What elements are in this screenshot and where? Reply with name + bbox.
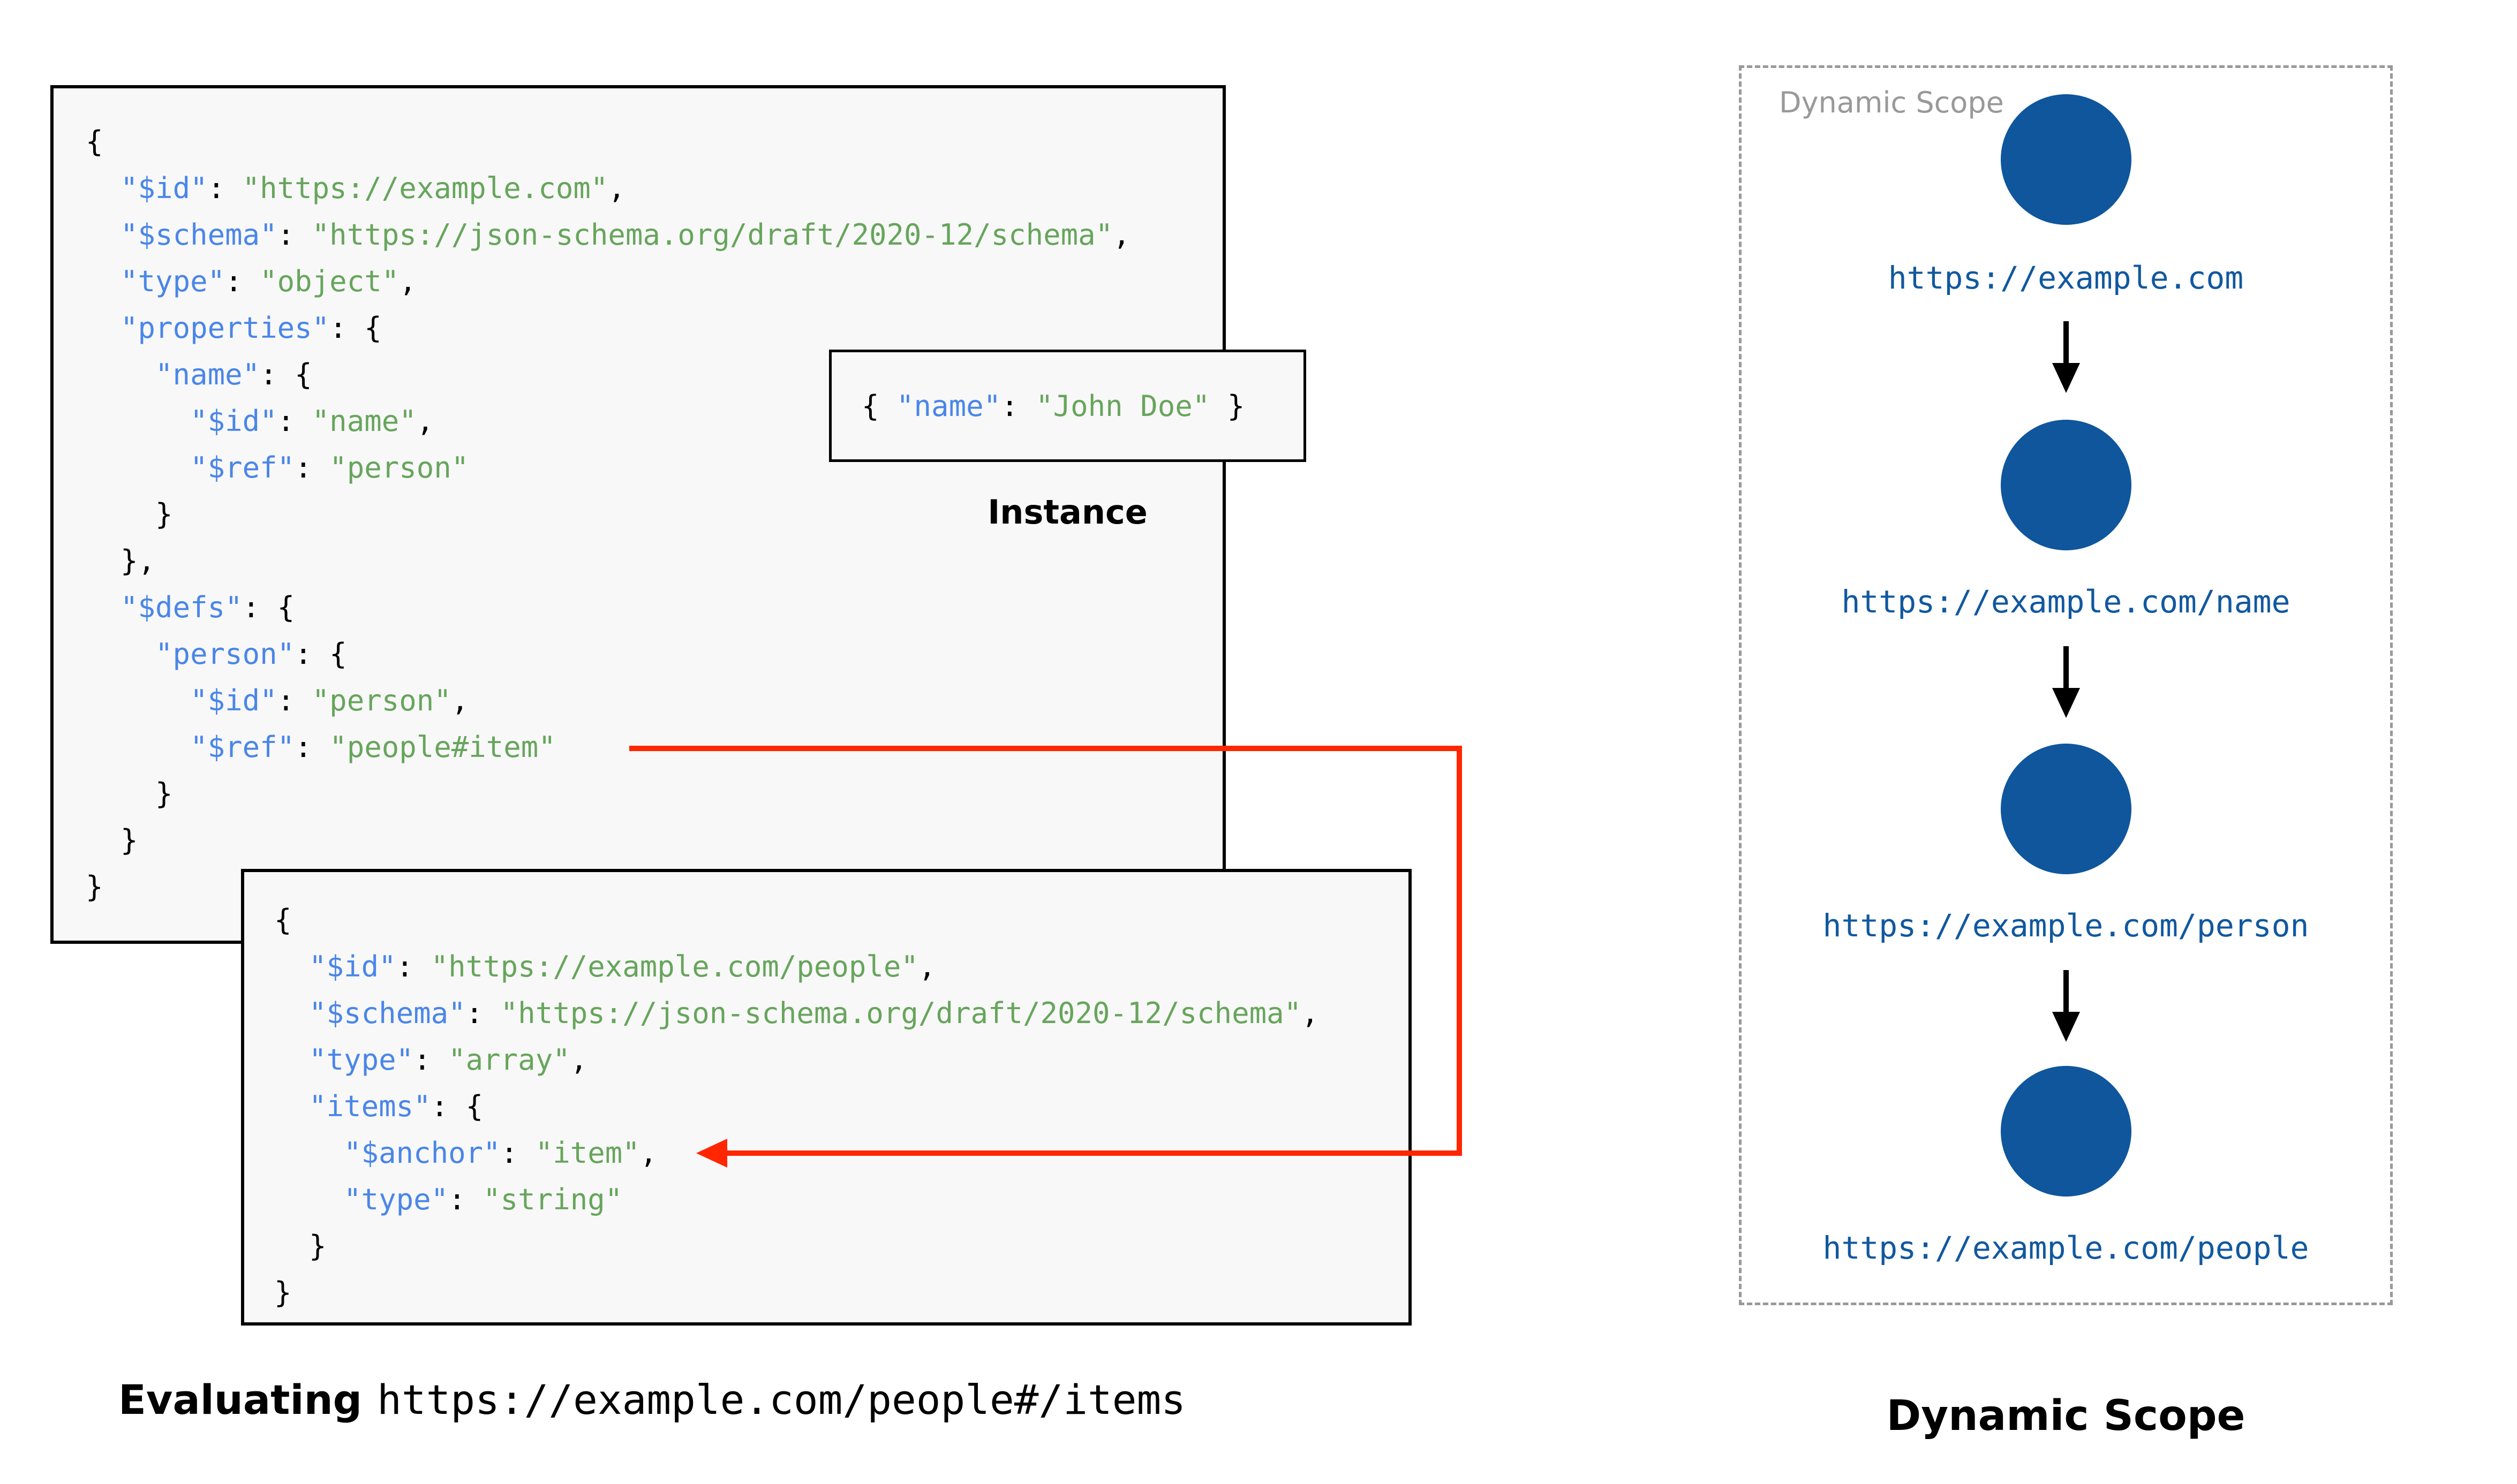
code-line: } [86,777,173,811]
code-line: { [274,903,292,937]
code-line: "$id": "https://example.com/people", [309,950,936,983]
code-line: }, [86,544,156,578]
code-line: "type": "object", [120,264,417,298]
dynamic-scope-panel-label: Dynamic Scope [1779,86,2004,119]
code-line: } [86,870,103,904]
scope-node-label: https://example.com/person [1822,907,2309,944]
code-line: "$defs": { [120,590,295,624]
code-line: } [86,497,173,531]
code-line: } [274,1229,327,1263]
code-line: "$id": "https://example.com", [120,171,626,205]
code-line: { "name": "John Doe" } [862,389,1245,423]
people-schema-code-box: { "$id": "https://example.com/people", "… [241,869,1412,1326]
down-arrow-icon [2063,646,2069,688]
code-line: "$ref": "person" [190,451,469,484]
scope-node-circle [2001,744,2131,874]
scope-node-circle [2001,420,2131,550]
dynamic-scope-caption: Dynamic Scope [1886,1392,2245,1440]
down-arrow-icon [2063,970,2069,1012]
parent-schema-code-box: { "$id": "https://example.com", "$schema… [50,85,1226,944]
code-line: "items": { [309,1089,484,1123]
code-line: "person": { [155,637,347,671]
scope-node-label: https://example.com/name [1841,584,2290,620]
code-line: "$id": "person", [190,684,469,717]
evaluating-caption-uri: https://example.com/people#/items [377,1376,1186,1424]
evaluating-caption-prefix: Evaluating [118,1376,363,1424]
code-line: "$id": "name", [190,404,434,438]
instance-label: Instance [988,493,1148,532]
down-arrow-icon [2063,321,2069,363]
ref-arrowhead-icon [696,1139,727,1168]
scope-node-circle [2001,94,2131,225]
code-line: "properties": { [120,311,382,345]
ref-arrow-top-segment [629,746,1462,751]
down-arrowhead-icon [2052,363,2080,393]
code-line: "type": "string" [344,1183,623,1216]
code-line: "$schema": "https://json-schema.org/draf… [309,996,1319,1030]
instance-code-box: { "name": "John Doe" } [829,350,1306,462]
code-line: { [86,125,103,158]
scope-node-label: https://example.com/people [1822,1230,2309,1266]
scope-node-label: https://example.com [1888,260,2244,296]
code-line: "$ref": "people#item" [190,730,556,764]
down-arrowhead-icon [2052,1012,2080,1042]
code-line: "type": "array", [309,1043,588,1077]
code-line: "$schema": "https://json-schema.org/draf… [120,218,1131,252]
evaluating-caption: Evaluating https://example.com/people#/i… [118,1376,1186,1424]
ref-arrow-vertical-segment [1457,746,1462,1156]
code-line: } [274,1276,292,1309]
code-line: } [86,823,138,857]
scope-node-circle [2001,1066,2131,1197]
ref-arrow-bottom-segment [720,1150,1462,1156]
code-line: "$anchor": "item", [344,1136,658,1170]
code-line: "name": { [155,358,312,391]
down-arrowhead-icon [2052,688,2080,718]
